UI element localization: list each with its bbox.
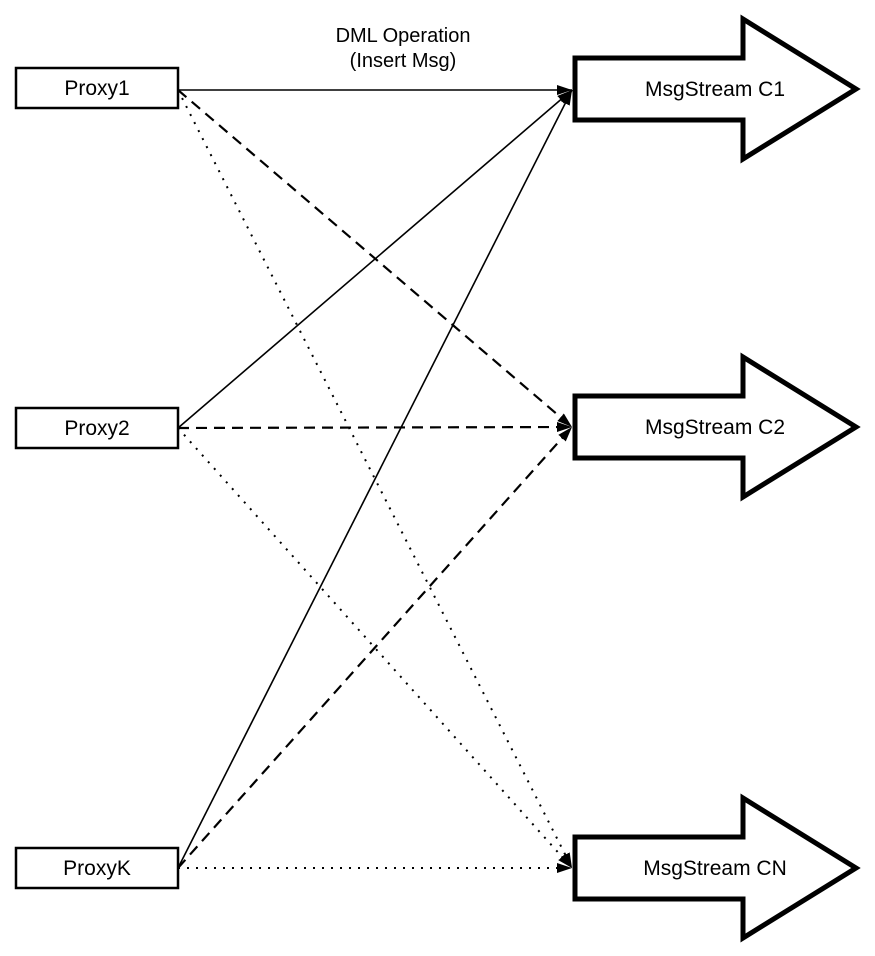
msgstream-cn-node: MsgStream CN bbox=[572, 793, 861, 943]
edge-p2-c1-solid bbox=[177, 89, 573, 429]
title-line-1: DML Operation bbox=[336, 25, 471, 47]
edge-layer bbox=[177, 85, 573, 873]
msgstream-c1-node: MsgStream C1 bbox=[572, 14, 861, 164]
edge-p1-cn-dotted bbox=[177, 89, 573, 869]
edge-pk-c2-dashed bbox=[177, 426, 573, 869]
msgstream-c1-arrow bbox=[572, 14, 861, 164]
proxy1-box bbox=[14, 66, 180, 110]
proxyk-label: ProxyK bbox=[63, 857, 131, 880]
edge-p2-c2-dashed bbox=[177, 422, 573, 433]
edge-pk-c1-solid bbox=[177, 89, 573, 869]
proxy1-label: Proxy1 bbox=[64, 77, 129, 100]
proxy2-box bbox=[14, 406, 180, 450]
msgstream-c2-label: MsgStream C2 bbox=[645, 416, 785, 439]
msgstream-cn-label: MsgStream CN bbox=[643, 857, 787, 880]
msgstream-c2-arrow bbox=[572, 352, 861, 502]
proxy2-label: Proxy2 bbox=[64, 417, 129, 440]
msgstream-cn-arrow bbox=[572, 793, 861, 943]
proxy1-node: Proxy1 bbox=[14, 66, 180, 110]
msgstream-c1-label: MsgStream C1 bbox=[645, 78, 785, 101]
proxyk-box bbox=[14, 846, 180, 890]
proxy2-node: Proxy2 bbox=[14, 406, 180, 450]
title-line-2: (Insert Msg) bbox=[350, 50, 457, 72]
msgstream-c2-node: MsgStream C2 bbox=[572, 352, 861, 502]
proxyk-node: ProxyK bbox=[14, 846, 180, 890]
